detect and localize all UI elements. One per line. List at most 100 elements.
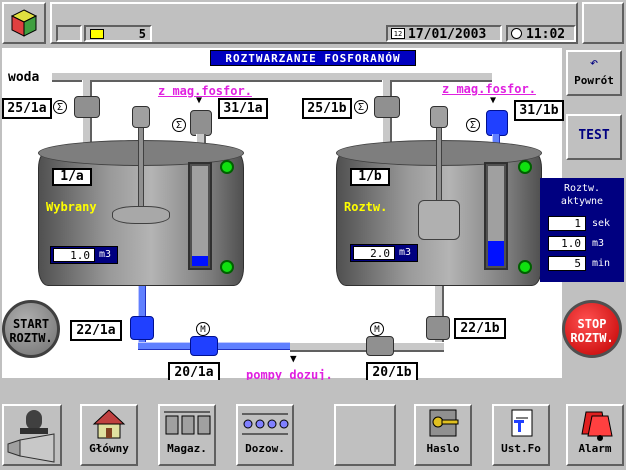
storage-button-label: Magaz. <box>167 442 207 455</box>
valve-22-1a[interactable] <box>130 316 154 340</box>
z-mag-label-a: z mag.fosfor. <box>158 84 252 98</box>
solenoid-icon: Σ <box>53 100 67 114</box>
horn-button[interactable] <box>2 404 62 466</box>
tank-1a-id: 1/a <box>52 168 92 186</box>
empty-toolbar-button[interactable] <box>334 404 396 466</box>
active-time-min: 5 <box>548 256 586 271</box>
counter-value: 5 <box>138 27 146 41</box>
valve-label-22-1a: 22/1a <box>70 320 122 341</box>
solenoid-icon: Σ <box>354 100 368 114</box>
valve-31-1b[interactable] <box>486 110 508 136</box>
settings-button[interactable]: Ust.Fo <box>492 404 550 466</box>
alarm-button-label: Alarm <box>578 442 612 455</box>
settings-button-label: Ust.Fo <box>501 442 541 455</box>
valve-label-25-1a: 25/1a <box>2 98 52 119</box>
tank-1b-volume-box: 2.0 m3 <box>350 244 418 262</box>
tank-1b-status: Roztw. <box>344 200 388 214</box>
alarm-bell-icon <box>581 411 613 441</box>
main-button[interactable]: Główny <box>80 404 138 466</box>
folder-icon <box>90 29 104 39</box>
solenoid-icon: Σ <box>466 118 480 132</box>
dosing-pumps-icon <box>242 413 289 435</box>
tank-1a-volume: 1.0 <box>53 248 95 262</box>
siren-horn-icon <box>7 410 55 463</box>
active-time-sec: 1 <box>548 216 586 231</box>
tank-1a-unit: m3 <box>99 249 112 260</box>
tank-1a-level-fill <box>192 256 208 266</box>
active-time-sec-unit: sek <box>592 218 611 229</box>
main-button-label: Główny <box>89 442 129 455</box>
clock-icon <box>511 28 522 39</box>
password-button[interactable]: Haslo <box>414 404 472 466</box>
cube-icon <box>10 9 38 37</box>
time-box: 11:02 <box>506 25 576 42</box>
agitator-blades-a <box>112 206 170 224</box>
motor-icon: M <box>370 322 384 336</box>
tank-1a-status: Wybrany <box>46 200 97 214</box>
tank-1b-volume: 2.0 <box>353 246 395 260</box>
tank-1b-id: 1/b <box>350 168 390 186</box>
valve-25-1b[interactable] <box>374 96 400 118</box>
storage-tanks-icon <box>164 411 211 435</box>
active-panel-title: Roztw. aktywne <box>560 183 604 207</box>
valve-label-31-1b: 31/1b <box>514 100 564 121</box>
password-button-label: Haslo <box>426 442 460 455</box>
arrow-down-icon: ▼ <box>196 95 203 106</box>
dosing-button-label: Dozow. <box>245 442 285 455</box>
tank-1a-low-sensor <box>220 260 234 274</box>
arrow-down-icon: ▼ <box>490 95 497 106</box>
top-right-button[interactable] <box>582 2 624 44</box>
valve-22-1b[interactable] <box>426 316 450 340</box>
agitator-blades-b <box>418 200 460 240</box>
tank-1a-level-gauge <box>188 162 212 270</box>
dosing-pumps-label: pompy dozuj. <box>246 368 333 382</box>
valve-31-1a[interactable] <box>190 110 212 136</box>
tank-1a-high-sensor <box>220 160 234 174</box>
alarm-button[interactable]: Alarm <box>566 404 624 466</box>
outlet-pipe-b <box>434 286 444 342</box>
pump-line-a <box>138 342 298 350</box>
dosing-button[interactable]: Dozow. <box>236 404 294 466</box>
tank-1a-volume-box: 1.0 m3 <box>50 246 118 264</box>
tank-1b-low-sensor <box>518 260 532 274</box>
arrow-down-icon: ▼ <box>290 352 297 365</box>
outlet-pipe-a <box>138 286 146 342</box>
water-label: woda <box>8 70 40 85</box>
tank-1b-high-sensor <box>518 160 532 174</box>
time-value: 11:02 <box>526 27 566 42</box>
valve-25-1a[interactable] <box>74 96 100 118</box>
active-volume-unit: m3 <box>592 238 605 249</box>
tank-1b-level-fill <box>488 241 504 266</box>
back-button-label: Powrót <box>574 74 614 87</box>
storage-button[interactable]: Magaz. <box>158 404 216 466</box>
active-time-min-unit: min <box>592 258 611 269</box>
pump-label-20-1a: 20/1a <box>168 362 220 383</box>
pump-20-1b[interactable] <box>366 336 394 356</box>
valve-label-31-1a: 31/1a <box>218 98 268 119</box>
tank-1b-level-gauge <box>484 162 508 270</box>
active-dissolution-panel: Roztw. aktywne 1 sek 1.0 m3 5 min <box>540 178 624 282</box>
home-icon <box>92 409 126 439</box>
date-box: 12 17/01/2003 <box>386 25 502 42</box>
app-logo-button[interactable] <box>2 2 46 44</box>
test-button-label: TEST <box>578 128 610 143</box>
back-button[interactable]: ↶ Powrót <box>566 50 622 96</box>
undo-arrow-icon: ↶ <box>589 55 599 71</box>
tank-1b-unit: m3 <box>399 247 412 258</box>
motor-icon: M <box>196 322 210 336</box>
water-pipe <box>52 72 492 82</box>
valve-label-22-1b: 22/1b <box>454 318 506 339</box>
agitator-motor-a <box>132 106 150 128</box>
indicator-empty <box>56 25 82 42</box>
z-mag-label-b: z mag.fosfor. <box>442 82 536 96</box>
test-button[interactable]: TEST <box>566 114 622 160</box>
pump-20-1a[interactable] <box>190 336 218 356</box>
valve-label-25-1b: 25/1b <box>302 98 352 119</box>
counter-box: 5 <box>84 25 152 42</box>
document-tools-icon <box>511 409 533 437</box>
page-title: ROZTWARZANIE FOSFORANÓW <box>210 50 416 66</box>
